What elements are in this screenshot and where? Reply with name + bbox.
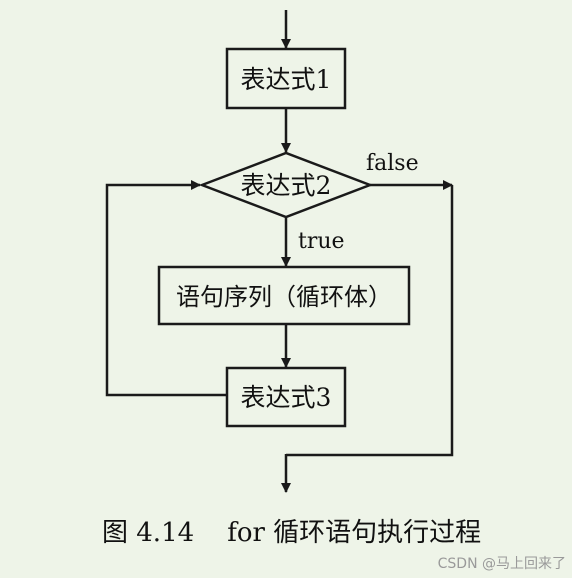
- expr3-box: [225, 366, 347, 428]
- figure-caption: 图 4.14 for 循环语句执行过程: [102, 518, 481, 548]
- node-expr1: 表达式1: [225, 47, 347, 110]
- expr1-box: [225, 47, 347, 110]
- expr1-label: 表达式1: [241, 65, 332, 94]
- node-expr2: 表达式2: [198, 151, 374, 219]
- expr3-label: 表达式3: [241, 383, 332, 412]
- node-expr3: 表达式3: [225, 366, 347, 428]
- arrow-loop-back: [105, 180, 227, 397]
- expr2-label: 表达式2: [241, 171, 332, 200]
- body-label: 语句序列（循环体）: [176, 283, 392, 311]
- exit-line: [286, 185, 454, 457]
- node-body: 语句序列（循环体）: [157, 265, 411, 326]
- body-box: [157, 265, 411, 326]
- edge-label-true: true: [298, 229, 345, 254]
- watermark-text: CSDN @马上回来了: [438, 556, 566, 572]
- connectors: [105, 10, 454, 493]
- expr2-diamond: [198, 151, 374, 219]
- edge-label-false: false: [366, 151, 419, 176]
